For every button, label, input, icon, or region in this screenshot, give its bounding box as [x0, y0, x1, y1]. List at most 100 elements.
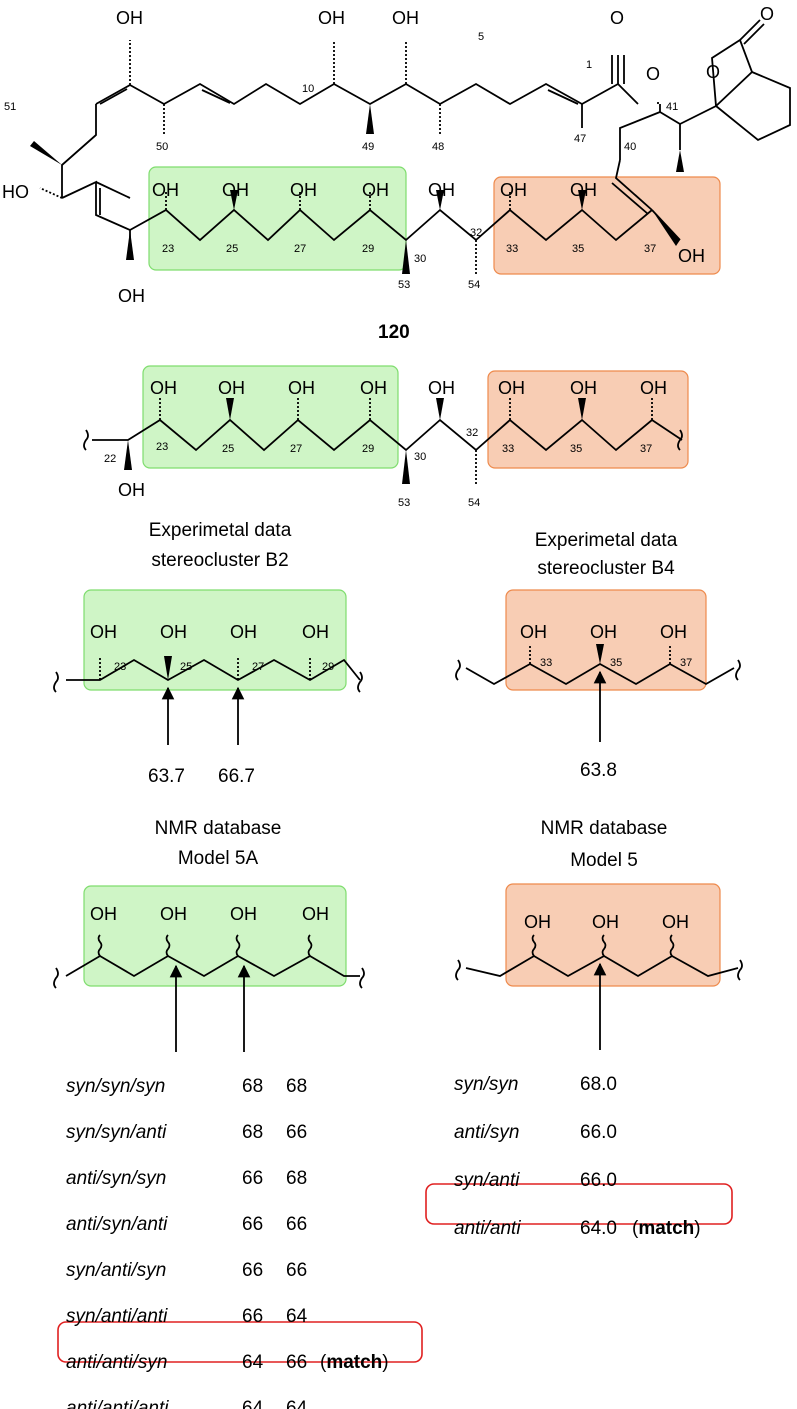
atom-number: 23	[114, 661, 126, 673]
atom-number: 54	[468, 279, 480, 291]
model-5a-title-line1: NMR database	[155, 818, 282, 839]
atom-number: 27	[252, 661, 264, 673]
atom-number: 25	[226, 243, 238, 255]
match-label: (match)	[320, 1352, 389, 1373]
shift-value: 64	[242, 1352, 264, 1373]
oh-label: OH	[520, 622, 547, 642]
oh-label: OH	[230, 904, 257, 924]
b2-title-line2: stereocluster B2	[151, 550, 288, 571]
atom-number: 30	[414, 451, 426, 463]
oh-label: OH	[660, 622, 687, 642]
atom-number: 53	[398, 497, 410, 509]
oh-label: OH	[160, 904, 187, 924]
atom-number: 29	[322, 661, 334, 673]
atom-number: 47	[574, 133, 586, 145]
shift-value: 64.0	[580, 1218, 617, 1239]
oh-label: OH	[678, 246, 705, 266]
oh-label: OH	[118, 480, 145, 500]
shift-value: 66	[242, 1214, 263, 1235]
b2-experimental-panel: Experimetal data stereocluster B2 OH OH …	[53, 520, 363, 787]
config-label: anti/anti	[454, 1218, 521, 1239]
atom-number: 41	[666, 101, 678, 113]
model-5-highlight	[505, 883, 721, 987]
shift-value: 68	[286, 1168, 307, 1189]
oh-label: OH	[302, 622, 329, 642]
oh-label: OH	[392, 8, 419, 28]
atom-number: 29	[362, 243, 374, 255]
b4-shift-c35: 63.8	[580, 760, 617, 781]
oh-label: OH	[570, 180, 597, 200]
o-label: O	[706, 62, 720, 82]
oh-label: OH	[662, 912, 689, 932]
atom-number: 32	[466, 427, 478, 439]
config-label: anti/anti/syn	[66, 1352, 167, 1373]
match-label: (match)	[632, 1218, 701, 1239]
oh-label: OH	[150, 378, 177, 398]
atom-number: 23	[156, 441, 168, 453]
b2-shift-c25: 63.7	[148, 766, 185, 787]
fragment-c22-c37	[83, 365, 689, 484]
atom-number: 1	[586, 59, 592, 71]
shift-value: 64	[242, 1398, 264, 1409]
model-5-title-line1: NMR database	[541, 818, 668, 839]
shift-value: 66	[242, 1260, 263, 1281]
config-label: syn/anti/syn	[66, 1260, 166, 1281]
model-5-title-line2: Model 5	[570, 850, 638, 871]
atom-number: 53	[398, 279, 410, 291]
atom-number: 37	[680, 657, 692, 669]
atom-number: 54	[468, 497, 480, 509]
atom-number: 5	[478, 31, 484, 43]
shift-value: 66	[286, 1122, 307, 1143]
model-5-panel: NMR database Model 5 OH OH OH	[455, 818, 743, 1050]
shift-value: 68	[242, 1122, 263, 1143]
atom-number: 22	[104, 453, 116, 465]
oh-label: OH	[116, 8, 143, 28]
atom-number: 35	[610, 657, 622, 669]
oh-label: OH	[90, 904, 117, 924]
oh-label: OH	[218, 378, 245, 398]
model-5a-panel: NMR database Model 5A OH OH OH OH	[53, 818, 365, 1052]
model-5-match-box	[425, 1183, 733, 1225]
cluster-b4-highlight	[493, 176, 721, 275]
o-label: O	[646, 64, 660, 84]
atom-number: 27	[290, 443, 302, 455]
shift-value: 66	[286, 1260, 307, 1281]
shift-value: 66	[286, 1352, 307, 1373]
atom-number: 25	[222, 443, 234, 455]
oh-label: OH	[288, 378, 315, 398]
atom-number: 49	[362, 141, 374, 153]
shift-value: 66	[242, 1168, 263, 1189]
b2-highlight	[83, 589, 347, 691]
oh-label: OH	[160, 622, 187, 642]
fragment-b2-highlight	[142, 365, 399, 469]
oh-label: OH	[360, 378, 387, 398]
oh-label: OH	[230, 622, 257, 642]
atom-number: 40	[624, 141, 636, 153]
config-label: syn/syn	[454, 1074, 518, 1095]
config-label: anti/syn/syn	[66, 1168, 166, 1189]
atom-number: 51	[4, 101, 16, 113]
atom-number: 35	[572, 243, 584, 255]
b4-highlight	[505, 589, 707, 691]
config-label: syn/anti	[454, 1170, 520, 1191]
oh-label: OH	[428, 378, 455, 398]
b4-title-line2: stereocluster B4	[537, 558, 675, 579]
atom-number: 37	[644, 243, 656, 255]
atom-number: 33	[502, 443, 514, 455]
oh-label: OH	[498, 378, 525, 398]
atom-number: 23	[162, 243, 174, 255]
oh-label: OH	[290, 180, 317, 200]
shift-value: 66	[286, 1214, 307, 1235]
b2-shift-c27: 66.7	[218, 766, 255, 787]
oh-label: OH	[362, 180, 389, 200]
config-label: syn/anti/anti	[66, 1306, 168, 1327]
atom-number: 30	[414, 253, 426, 265]
oh-label: OH	[570, 378, 597, 398]
b4-experimental-panel: Experimetal data stereocluster B4 OH OH …	[455, 530, 741, 781]
config-label: syn/syn/syn	[66, 1076, 165, 1097]
oh-label: OH	[428, 180, 455, 200]
oh-label: OH	[152, 180, 179, 200]
atom-number: 32	[470, 227, 482, 239]
